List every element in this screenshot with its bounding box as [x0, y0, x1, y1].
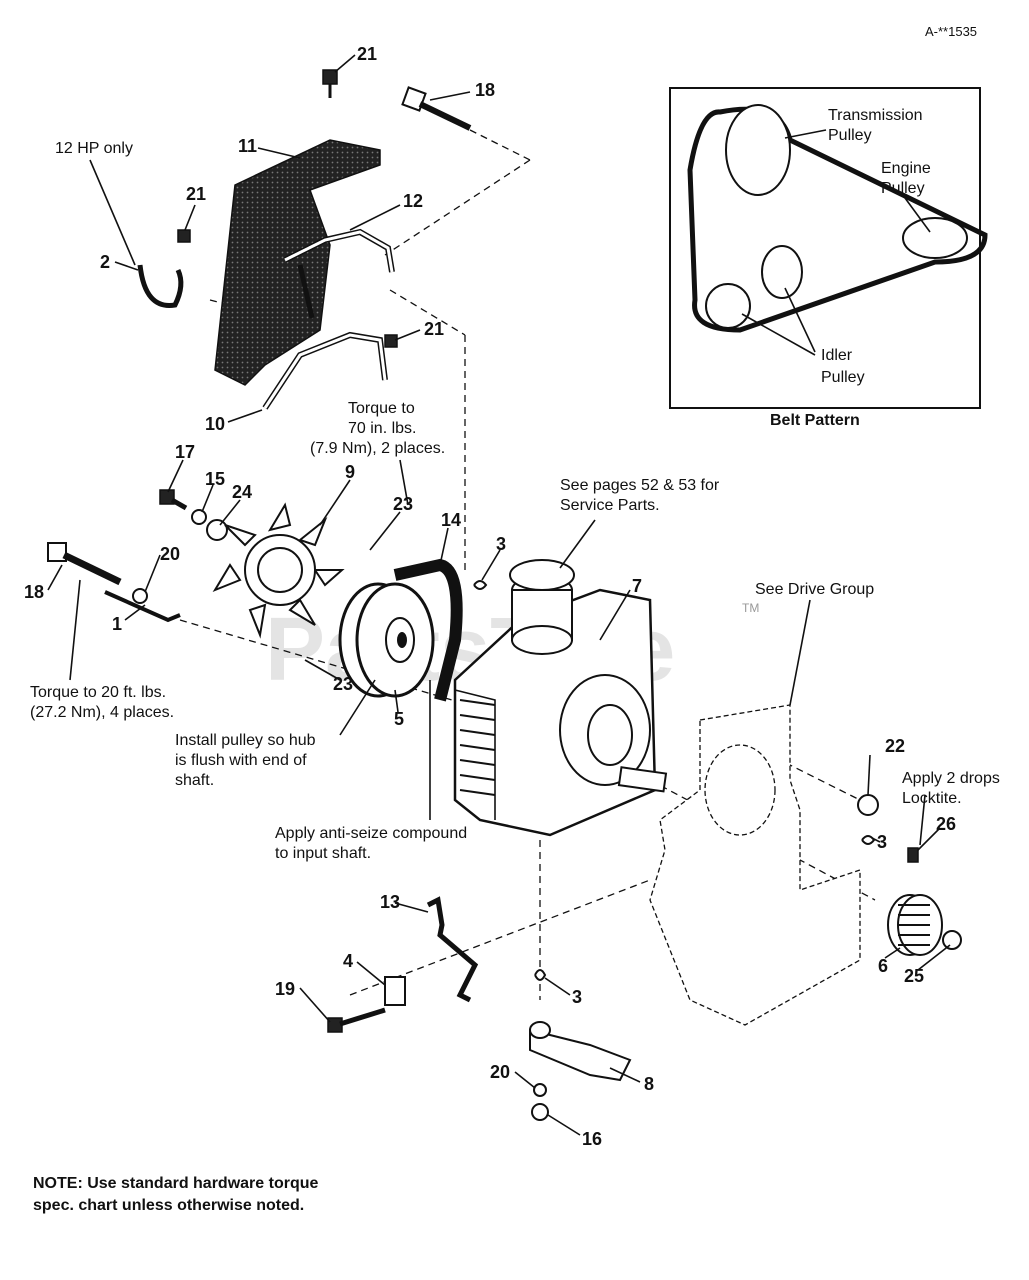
note-torque-70-line2: 70 in. lbs.	[348, 420, 416, 437]
callout-23: 23	[393, 494, 413, 514]
callout-12: 12	[403, 191, 423, 211]
rod	[104, 590, 181, 623]
callout-17: 17	[175, 442, 195, 462]
note-torque-20-line2: (27.2 Nm), 4 places.	[30, 704, 174, 721]
bolts	[47, 69, 472, 586]
callout-11: 11	[238, 136, 257, 156]
note-drive-group: See Drive Group	[755, 581, 874, 598]
callout-3: 3	[496, 534, 506, 554]
callout-19: 19	[275, 979, 295, 999]
belt-pattern-title: Belt Pattern	[770, 412, 860, 429]
callout-18: 18	[24, 582, 44, 602]
callout-6: 6	[878, 956, 888, 976]
callout-1: 1	[112, 614, 122, 634]
callout-22: 22	[885, 736, 905, 756]
footer-note-line2: spec. chart unless otherwise noted.	[33, 1197, 304, 1214]
callout-26: 26	[936, 814, 956, 834]
idler-pulley-lower	[705, 283, 751, 329]
note-locktite-line2: Locktite.	[902, 790, 962, 807]
label-idler-pulley: Pulley	[821, 369, 865, 386]
callout-18: 18	[475, 80, 495, 100]
label-transmission-pulley: Pulley	[828, 127, 872, 144]
belt-pattern-inset: Transmission Pulley Engine Pulley Idler …	[669, 87, 988, 429]
callout-23: 23	[333, 674, 353, 694]
drive-belt	[393, 558, 463, 702]
note-anti-seize-line2: to input shaft.	[275, 845, 371, 862]
label-engine: Engine	[881, 160, 931, 177]
callout-20: 20	[160, 544, 180, 564]
idler-pulley-upper	[761, 245, 803, 299]
note-install-pulley-line3: shaft.	[175, 772, 214, 789]
callout-3: 3	[877, 832, 887, 852]
callout-21: 21	[186, 184, 206, 204]
note-see-pages-line1: See pages 52 & 53 for	[560, 477, 720, 494]
callout-24: 24	[232, 482, 252, 502]
output-hardware	[857, 794, 962, 956]
callout-21: 21	[424, 319, 444, 339]
footer-note-line1: NOTE: Use standard hardware torque	[33, 1175, 318, 1192]
callout-2: 2	[100, 252, 110, 272]
cooling-shroud	[214, 139, 381, 386]
callout-15: 15	[205, 469, 225, 489]
note-12hp-only: 12 HP only	[55, 140, 133, 157]
note-see-pages-line2: Service Parts.	[560, 497, 660, 514]
hose-clamp	[137, 264, 184, 308]
callout-14: 14	[441, 510, 461, 530]
callout-8: 8	[644, 1074, 654, 1094]
note-anti-seize-line1: Apply anti-seize compound	[275, 825, 467, 842]
callout-leaders	[47, 54, 951, 1136]
note-install-pulley-line1: Install pulley so hub	[175, 732, 316, 749]
brackets	[262, 228, 395, 410]
transmission-pulley	[725, 104, 791, 196]
callout-9: 9	[345, 462, 355, 482]
note-install-pulley-line2: is flush with end of	[175, 752, 307, 769]
callout-21: 21	[357, 44, 377, 64]
drawing-id: A-**1535	[925, 24, 977, 39]
callout-16: 16	[582, 1129, 602, 1149]
callout-7: 7	[632, 576, 642, 596]
engine-pulley	[902, 217, 968, 259]
callout-10: 10	[205, 414, 225, 434]
transmission-housing	[453, 559, 668, 837]
callout-3: 3	[572, 987, 582, 1007]
label-engine-pulley: Pulley	[881, 180, 925, 197]
callout-20: 20	[490, 1062, 510, 1082]
note-torque-70-line3: (7.9 Nm), 2 places.	[310, 440, 445, 457]
note-torque-20-line1: Torque to 20 ft. lbs.	[30, 684, 166, 701]
callout-4: 4	[343, 951, 353, 971]
shift-linkage	[327, 580, 876, 1121]
note-torque-70-line1: Torque to	[348, 400, 415, 417]
label-transmission: Transmission	[828, 107, 923, 124]
input-pulley	[338, 582, 435, 698]
label-idler: Idler	[821, 347, 853, 364]
drive-group-plate	[649, 704, 861, 1026]
cooling-fan	[212, 502, 345, 639]
callout-13: 13	[380, 892, 400, 912]
callout-25: 25	[904, 966, 924, 986]
note-locktite-line1: Apply 2 drops	[902, 770, 1000, 787]
note-arrows	[69, 159, 926, 846]
callout-5: 5	[394, 709, 404, 729]
trademark: TM	[742, 601, 759, 615]
